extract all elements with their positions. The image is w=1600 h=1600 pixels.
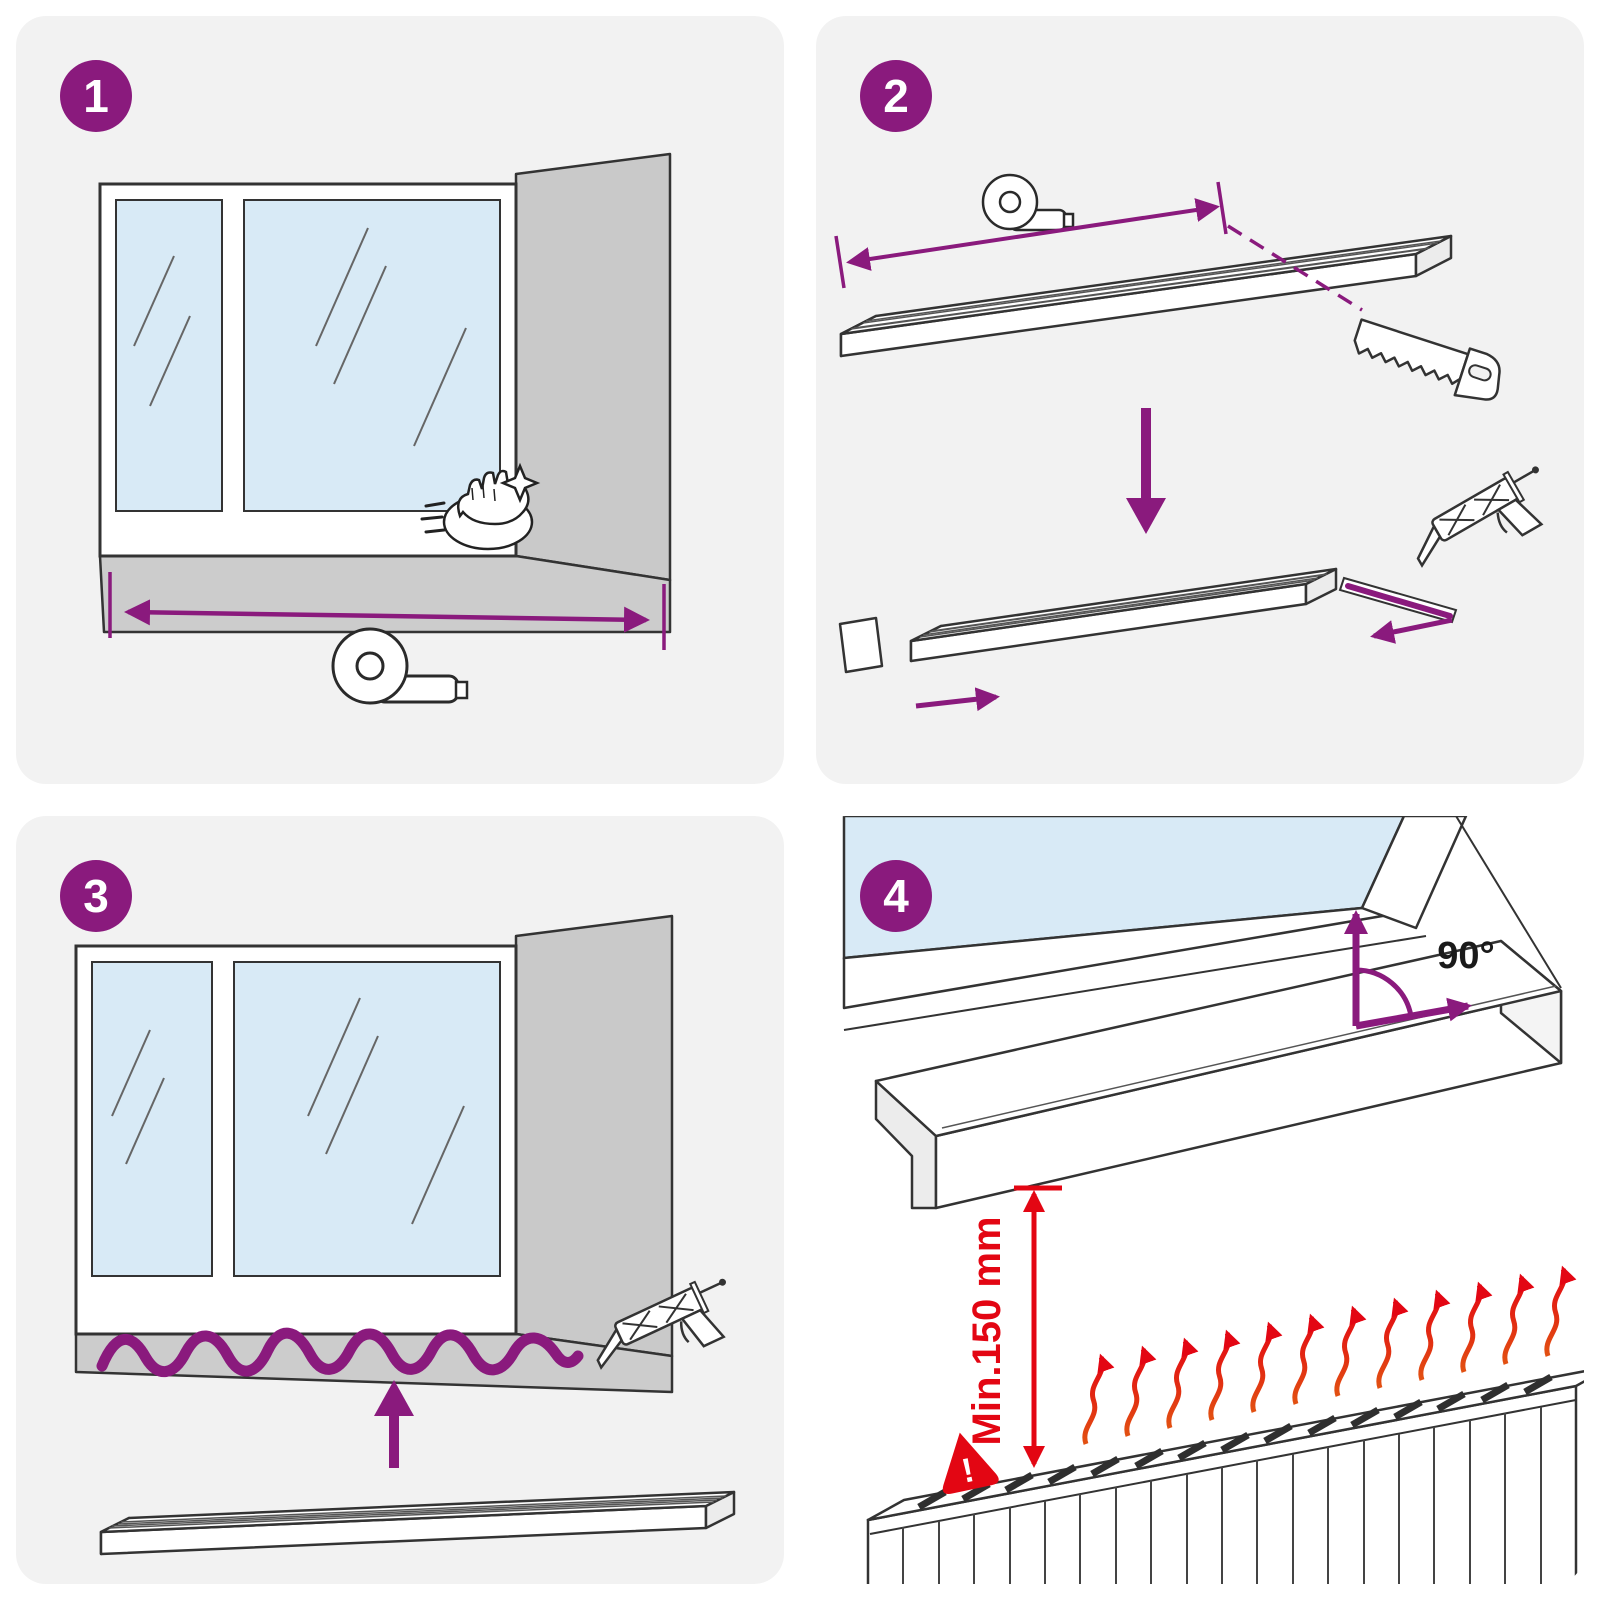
wall-right	[514, 914, 674, 1358]
min-distance-label: Min.150 mm	[965, 1217, 1009, 1446]
cleaning-hand-icon	[420, 462, 541, 551]
length-dimension-arrow	[834, 181, 1228, 289]
panel-step-2: 2	[816, 16, 1584, 784]
radiator	[866, 1370, 1584, 1584]
step-badge-3: 3	[60, 860, 132, 932]
measuring-tape-icon	[331, 627, 469, 705]
grille-slots	[917, 1373, 1553, 1511]
radiator-fins	[902, 1407, 1542, 1584]
sill-surface	[74, 1332, 674, 1394]
sill-board	[99, 1490, 736, 1556]
sill-board-bottom	[909, 567, 1338, 663]
angle-annotation: 90°	[1344, 910, 1495, 1030]
angle-label: 90°	[1437, 935, 1494, 977]
step-4-illustration: 90°	[842, 816, 1584, 1584]
step-2-illustration	[834, 173, 1544, 712]
sparkle-icon	[499, 462, 541, 504]
angle-arc	[1355, 967, 1414, 1017]
up-arrow	[374, 1380, 414, 1468]
window	[74, 944, 518, 1336]
slide-arrow-left	[1370, 617, 1453, 644]
end-cap-strip	[1338, 576, 1458, 624]
window-frame	[842, 816, 1562, 1031]
adhesive-bead	[1345, 583, 1453, 619]
warning-triangle-icon: !	[942, 1432, 999, 1494]
window	[98, 182, 518, 558]
end-cap	[838, 616, 884, 674]
sill-board-top	[839, 234, 1453, 358]
angle-right-arrow	[1355, 997, 1472, 1030]
min-distance-dimension: Min.150 mm	[965, 1185, 1062, 1468]
glass-reflections	[133, 227, 467, 447]
panel-step-3: 3	[16, 816, 784, 1584]
caulk-gun-icon	[596, 1278, 727, 1370]
glass-reflections	[111, 997, 465, 1225]
down-arrow	[1126, 408, 1166, 534]
step-1-illustration	[98, 152, 672, 705]
hand-saw-icon	[1353, 318, 1501, 401]
step-badge-1: 1	[60, 60, 132, 132]
panel-step-1: 1	[16, 16, 784, 784]
step-badge-2: 2	[860, 60, 932, 132]
heat-arrows	[1082, 1265, 1577, 1445]
panel-step-4: 4	[816, 816, 1584, 1584]
caulk-gun-icon	[1416, 466, 1544, 568]
adhesive-squiggle	[96, 1327, 584, 1378]
installed-sill	[874, 939, 1563, 1210]
step-3-illustration	[74, 914, 736, 1556]
width-dimension-arrow	[108, 572, 666, 650]
measuring-tape-icon	[981, 173, 1075, 232]
step-badge-4: 4	[860, 860, 932, 932]
slide-arrow-right	[915, 687, 1000, 712]
cut-line	[1227, 224, 1363, 312]
wall-right	[514, 152, 672, 582]
